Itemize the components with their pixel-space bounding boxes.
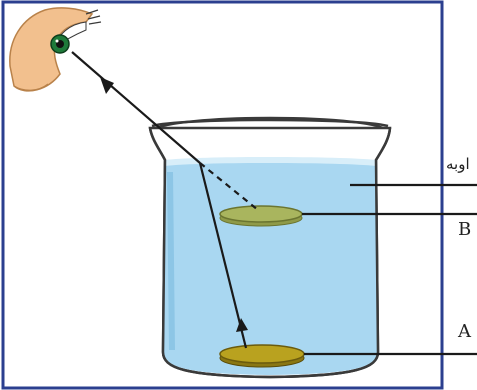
- water-body: [164, 163, 377, 375]
- label-coin-b: B: [458, 221, 471, 239]
- glass-shading-left: [170, 172, 172, 350]
- label-coin-a: A: [458, 323, 471, 341]
- coin-b: [220, 206, 302, 226]
- label-water: اوبه: [446, 157, 470, 172]
- coin-a: [220, 345, 304, 367]
